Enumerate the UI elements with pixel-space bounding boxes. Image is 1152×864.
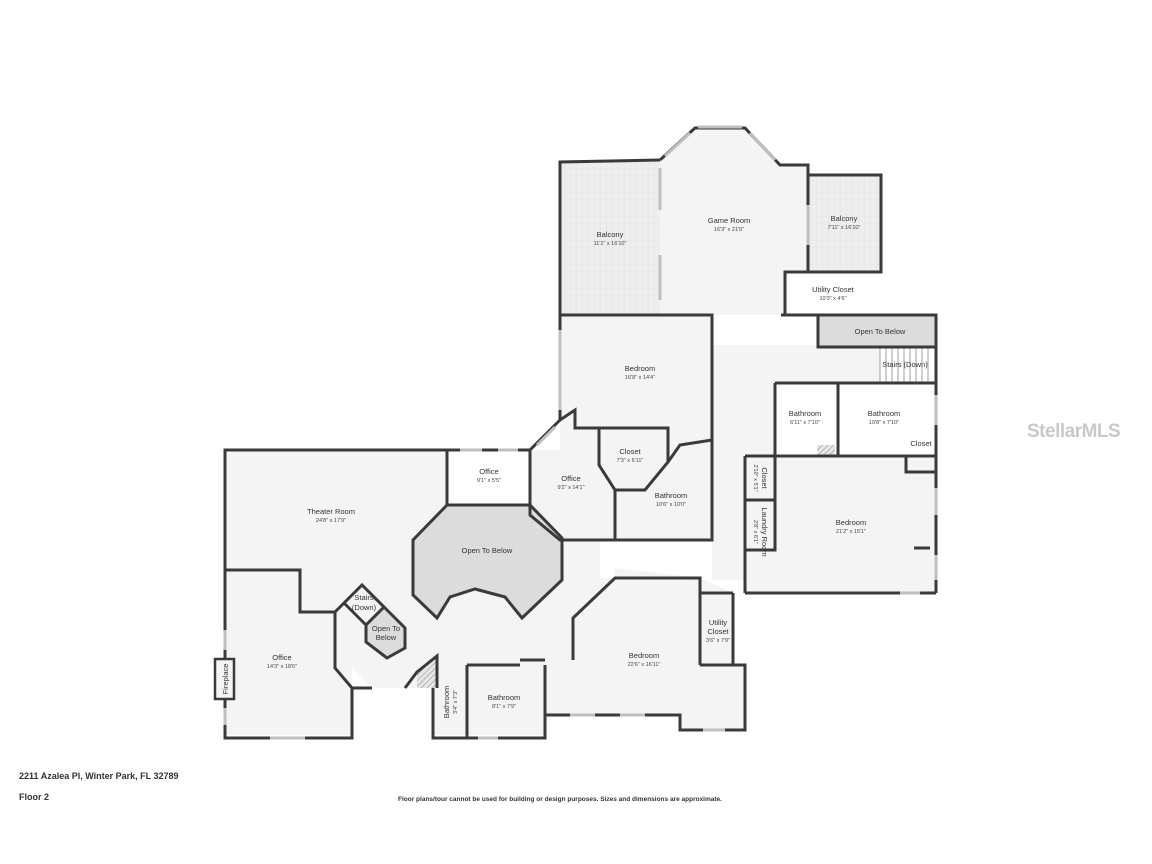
utility-closet-bottom-dims: 3'6" x 7'9" bbox=[706, 638, 730, 644]
utility-closet-bottom-l1: Utility bbox=[709, 618, 728, 627]
stairs-right bbox=[879, 348, 929, 383]
bedroom-upper-dims: 16'8" x 14'4" bbox=[625, 375, 655, 381]
bathroom-bottom-name: Bathroom bbox=[488, 693, 521, 702]
closet-mid-name: Closet bbox=[619, 447, 641, 456]
bedroom-bottom-name: Bedroom bbox=[629, 651, 659, 660]
open-to-below-top-area bbox=[818, 316, 936, 346]
walls bbox=[223, 126, 938, 740]
bathroom-right-b-name: Bathroom bbox=[868, 409, 901, 418]
open-to-below-top-name: Open To Below bbox=[855, 327, 906, 336]
closet-vertical-name: Closet bbox=[760, 467, 769, 489]
open-to-below-small-l1: Open To bbox=[372, 624, 400, 633]
office-mid-dims: 9'2" x 14'1" bbox=[557, 485, 584, 491]
floor-label: Floor 2 bbox=[19, 792, 50, 802]
stairs-down-left-sub: (Down) bbox=[352, 603, 377, 612]
balcony-left-name: Balcony bbox=[597, 230, 624, 239]
open-to-below-small-l2: Below bbox=[376, 633, 397, 642]
laundry-room-name: Laundry Room bbox=[760, 507, 769, 556]
fireplace-box bbox=[213, 657, 236, 701]
disclaimer-text: Floor plans/tour cannot be used for buil… bbox=[398, 796, 722, 803]
office-left-name: Office bbox=[272, 653, 291, 662]
office-left-dims: 14'3" x 18'6" bbox=[267, 664, 297, 670]
bathroom-bottom-dims: 8'1" x 7'9" bbox=[492, 704, 516, 710]
closet-mid-dims: 7'3" x 6'11" bbox=[617, 458, 644, 464]
laundry-room-dims: 2'8" x 6'1" bbox=[752, 520, 758, 544]
game-room-dims: 16'3" x 21'0" bbox=[714, 227, 744, 233]
bedroom-upper-name: Bedroom bbox=[625, 364, 655, 373]
utility-closet-top-name: Utility Closet bbox=[812, 285, 855, 294]
bathroom-right-a-name: Bathroom bbox=[789, 409, 822, 418]
open-to-below-center-name: Open To Below bbox=[462, 546, 513, 555]
balcony-left-floor bbox=[560, 162, 660, 315]
room-labels: Balcony 11'1" x 16'10" Game Room 16'3" x… bbox=[221, 214, 933, 718]
balcony-right-name: Balcony bbox=[831, 214, 858, 223]
office-small-dims: 9'1" x 5'5" bbox=[477, 478, 501, 484]
open-to-below-center-area bbox=[413, 505, 562, 618]
stairs-hatch bbox=[417, 656, 437, 688]
utility-closet-top-dims: 10'3" x 4'6" bbox=[819, 296, 846, 302]
shaft-hatch bbox=[817, 445, 835, 456]
bathroom-right-b-dims: 10'8" x 7'10" bbox=[869, 420, 899, 426]
closet-small-right-name: Closet bbox=[910, 439, 932, 448]
bedroom-bottom-dims: 22'6" x 16'11" bbox=[628, 662, 661, 668]
bathroom-bottom-small-name: Bathroom bbox=[442, 686, 451, 719]
theater-room-name: Theater Room bbox=[307, 507, 355, 516]
closet-vertical-dims: 2'10" x 5'1" bbox=[752, 464, 758, 491]
bedroom-right-dims: 21'2" x 15'1" bbox=[836, 529, 866, 535]
theater-room-dims: 24'8" x 17'9" bbox=[316, 518, 346, 524]
bathroom-mid-dims: 10'6" x 10'0" bbox=[656, 502, 686, 508]
game-room-name: Game Room bbox=[708, 216, 751, 225]
bathroom-right-a-dims: 6'11" x 7'10" bbox=[790, 420, 820, 426]
windows bbox=[223, 125, 938, 740]
utility-closet-bottom-l2: Closet bbox=[707, 627, 729, 636]
fireplace-name: Fireplace bbox=[221, 664, 230, 695]
watermark-text: StellarMLS bbox=[1027, 421, 1121, 442]
stairs-down-right-name: Stairs (Down) bbox=[882, 360, 928, 369]
stairs-down-left-name: Stairs bbox=[354, 593, 373, 602]
balcony-left-dims: 11'1" x 16'10" bbox=[594, 241, 627, 247]
office-mid-name: Office bbox=[561, 474, 580, 483]
property-address: 2211 Azalea Pl, Winter Park, FL 32789 bbox=[19, 771, 179, 781]
balcony-right-floor bbox=[808, 175, 881, 272]
bathroom-bottom-small-dims: 3'4" x 7'3" bbox=[453, 690, 459, 714]
bathroom-mid-name: Bathroom bbox=[655, 491, 688, 500]
bedroom-right-name: Bedroom bbox=[836, 518, 866, 527]
balcony-right-dims: 7'11" x 16'10" bbox=[828, 225, 861, 231]
office-small-name: Office bbox=[479, 467, 498, 476]
